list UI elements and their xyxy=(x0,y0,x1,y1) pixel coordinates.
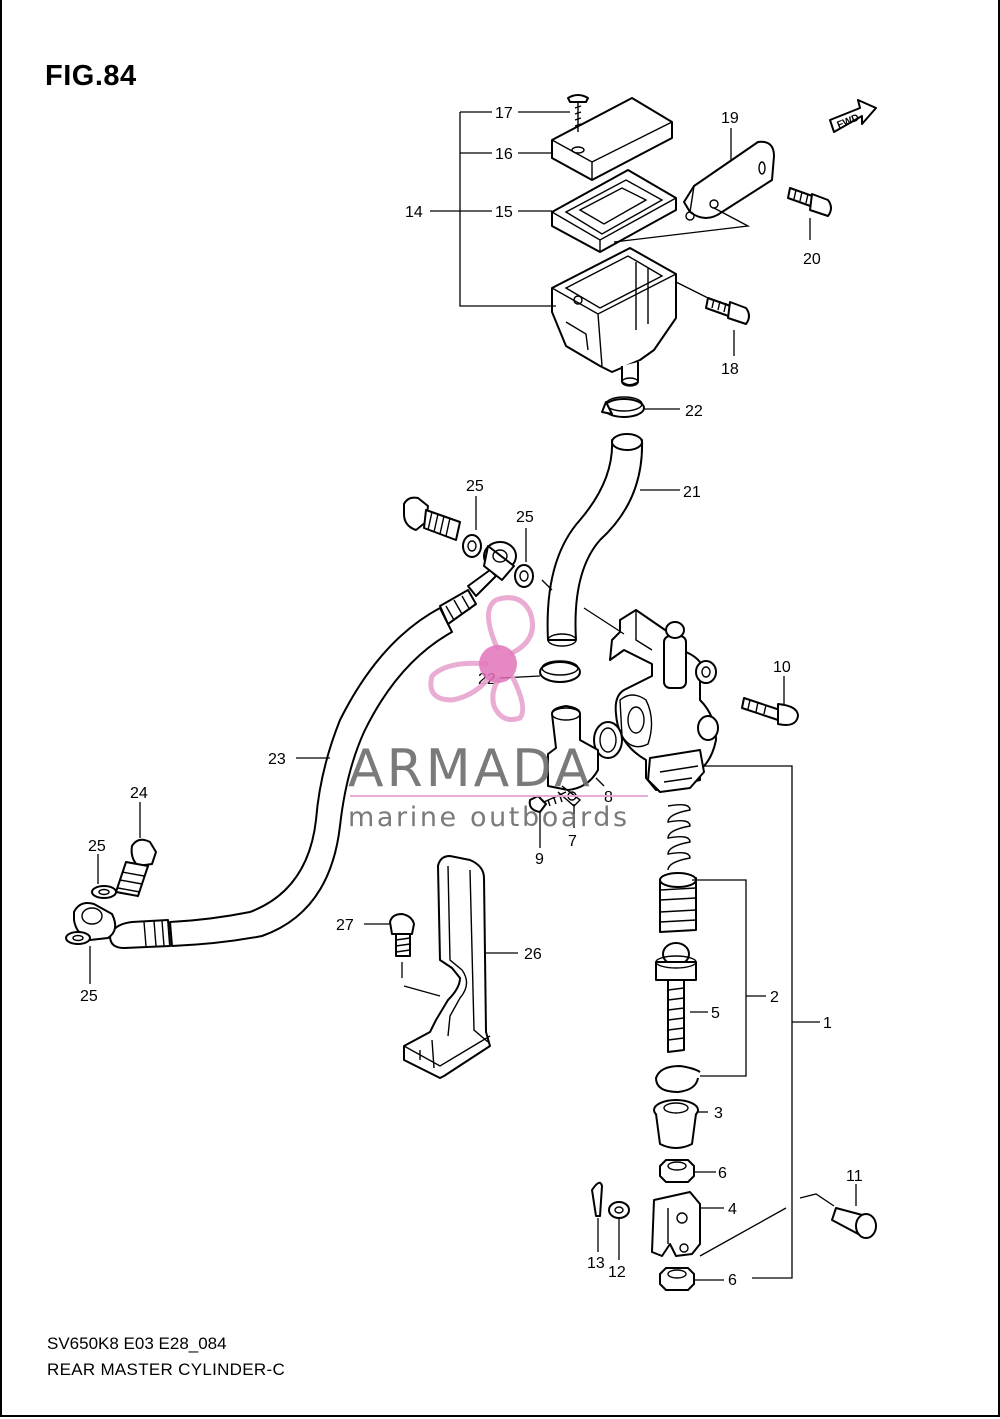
rod-clevis xyxy=(651,1191,701,1257)
brake-hose xyxy=(109,569,497,949)
callout-3: 3 xyxy=(714,1105,723,1122)
rod-boot xyxy=(653,1099,699,1149)
banjo-fitting-upper xyxy=(483,541,517,581)
callout-4: 4 xyxy=(728,1201,737,1218)
callout-labels: 1 2 3 4 5 6 6 7 8 9 10 11 12 13 14 15 16… xyxy=(80,105,863,1289)
callout-2: 2 xyxy=(770,989,779,1006)
sealing-washer-1 xyxy=(462,534,482,558)
callout-9: 9 xyxy=(535,851,544,868)
bracket-bolt xyxy=(787,187,832,217)
callout-25-upper-left: 25 xyxy=(466,478,484,495)
propeller-logo-icon xyxy=(428,595,535,722)
callout-12: 12 xyxy=(608,1264,626,1281)
callout-25-upper-right: 25 xyxy=(516,509,534,526)
callout-17: 17 xyxy=(495,105,513,122)
master-cylinder-body xyxy=(609,609,719,793)
hose-joint-fitting xyxy=(547,705,599,807)
callout-6-upper: 6 xyxy=(718,1165,727,1182)
callout-7: 7 xyxy=(568,833,577,850)
callout-13: 13 xyxy=(587,1255,605,1272)
sealing-washer-4 xyxy=(65,931,91,945)
watermark-tagline: marine outboards xyxy=(348,802,630,833)
callout-18: 18 xyxy=(721,361,739,378)
callout-26: 26 xyxy=(524,946,542,963)
lock-nut-lower xyxy=(659,1267,695,1291)
callout-6-lower: 6 xyxy=(728,1272,737,1289)
banjo-fitting-lower xyxy=(73,902,117,941)
circlip xyxy=(655,1065,701,1093)
union-bolt-upper xyxy=(403,496,461,541)
callout-23: 23 xyxy=(268,751,286,768)
hose-clamp-upper xyxy=(601,396,645,418)
callout-14: 14 xyxy=(405,204,423,221)
lock-nut-upper xyxy=(659,1159,695,1183)
cap-screw xyxy=(567,94,589,132)
callout-11: 11 xyxy=(846,1168,863,1185)
callout-16: 16 xyxy=(495,146,513,163)
watermark-brand: ARMADA xyxy=(348,739,593,799)
piston-assembly xyxy=(659,872,697,933)
return-spring xyxy=(667,803,691,871)
hose-guide xyxy=(403,855,491,1079)
callout-20: 20 xyxy=(803,251,821,268)
fwd-arrow-icon: FWD xyxy=(829,99,877,133)
callout-5: 5 xyxy=(711,1005,720,1022)
reservoir-cap-plate xyxy=(551,97,673,181)
callout-15: 15 xyxy=(495,204,513,221)
watermark: ARMADA marine outboards xyxy=(348,595,648,833)
callout-24: 24 xyxy=(130,785,148,802)
push-rod-return-bolt xyxy=(741,697,799,726)
reservoir-hose xyxy=(546,433,644,647)
push-rod xyxy=(655,942,697,1053)
body-o-ring xyxy=(593,721,623,759)
callout-25-lower-bottom: 25 xyxy=(80,988,98,1005)
callout-22-upper: 22 xyxy=(685,403,703,420)
guide-bolt xyxy=(389,913,415,957)
leader-lines xyxy=(89,111,857,1281)
reservoir-bracket xyxy=(683,140,775,221)
callout-10: 10 xyxy=(773,659,791,676)
callout-21: 21 xyxy=(683,484,701,501)
callout-25-lower-top: 25 xyxy=(88,838,106,855)
fluid-reservoir xyxy=(551,247,677,387)
union-bolt-lower xyxy=(115,838,157,897)
callout-1: 1 xyxy=(823,1015,832,1032)
model-code: SV650K8 E03 E28_084 xyxy=(47,1334,227,1353)
assembly-name: REAR MASTER CYLINDER-C xyxy=(47,1360,286,1379)
sealing-washer-3 xyxy=(91,885,117,899)
figure-title: FIG.84 xyxy=(45,60,137,92)
clevis-washer xyxy=(608,1201,630,1219)
reservoir-mount-bolt xyxy=(705,297,750,325)
reservoir-diaphragm xyxy=(551,169,677,253)
hose-clamp-lower xyxy=(539,660,581,683)
callout-19: 19 xyxy=(721,110,739,127)
sealing-washer-2 xyxy=(514,564,534,588)
cotter-pin xyxy=(591,1181,603,1217)
callout-8: 8 xyxy=(604,789,613,806)
clevis-pin xyxy=(831,1207,877,1239)
callout-27: 27 xyxy=(336,917,354,934)
